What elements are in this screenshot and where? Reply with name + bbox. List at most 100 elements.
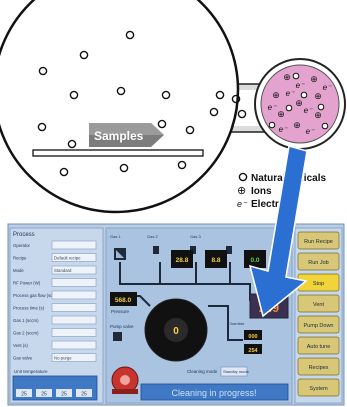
panel-button-label: Pump Down: [304, 323, 334, 329]
panel-button[interactable]: [297, 357, 340, 376]
panel-button[interactable]: [297, 315, 340, 334]
standby-toggle[interactable]: [220, 366, 248, 377]
field-input[interactable]: [51, 240, 97, 250]
arrow-shape: [248, 145, 308, 318]
field-input[interactable]: [51, 265, 97, 275]
small-display-1: 000: [244, 330, 262, 340]
vacuum-pump-icon[interactable]: [111, 366, 139, 394]
temp-value: 25: [61, 392, 67, 398]
chamber-label: Chamber: [228, 321, 245, 326]
field-label: Vent (s): [13, 343, 28, 348]
temp-value: 25: [81, 392, 87, 398]
chamber-rotor-value: 0: [173, 326, 179, 337]
field-input[interactable]: [51, 340, 97, 350]
plasma-ions: ⊕ ⊕ ⊕ ⊕ ⊕ ⊕ ⊕ ⊕: [272, 72, 322, 130]
field-input[interactable]: [51, 278, 97, 287]
panel-button[interactable]: [297, 231, 340, 250]
svg-text:⊕: ⊕: [272, 90, 280, 100]
chamber-window: [164, 318, 188, 342]
status-bar: [140, 383, 289, 401]
flow-value-1: 28.8: [176, 257, 189, 264]
svg-text:e⁻: e⁻: [323, 83, 332, 92]
field-label: Gas 1 (sccm): [13, 318, 39, 323]
legend-ion-label: Ions: [251, 186, 272, 197]
panel-button[interactable]: [297, 294, 340, 313]
field-value: No purge: [54, 356, 72, 361]
plasma-radicals: [268, 72, 329, 130]
field-label: Mode: [13, 268, 24, 273]
panel-button-label: Run Job: [308, 260, 329, 266]
field-label: Gas 2 (sccm): [13, 331, 39, 336]
svg-text:e⁻: e⁻: [268, 103, 277, 112]
chamber-illustration: Samples ⊕ ⊕ ⊕ ⊕: [0, 0, 346, 214]
panel-button[interactable]: [297, 336, 340, 355]
panel-button-label: Stop: [313, 281, 324, 287]
panel-button-label: Vent: [313, 302, 324, 308]
field-value: Standard: [54, 268, 72, 273]
svg-text:⊕: ⊕: [277, 109, 285, 119]
valve-1[interactable]: [114, 248, 126, 260]
temp-box: [36, 389, 52, 397]
svg-text:⊕: ⊕: [295, 98, 303, 108]
panel-button[interactable]: [297, 378, 340, 397]
field-label: Process gas flow (sccm): [13, 293, 60, 298]
svg-text:e⁻: e⁻: [304, 106, 313, 115]
valve-4[interactable]: [226, 246, 232, 254]
svg-text:e⁻: e⁻: [286, 89, 295, 98]
vacuum-chamber: [0, 0, 240, 214]
field-value: Default recipe: [54, 256, 81, 261]
sample-shelf: [32, 149, 204, 157]
legend-electron-icon: e⁻: [237, 199, 248, 209]
flow-display-1: 28.8: [171, 250, 193, 268]
standby-label: Standby mode: [223, 369, 250, 374]
pump-valve-label: Pump valve: [110, 324, 134, 329]
small-display-2: 254: [244, 344, 262, 354]
field-input[interactable]: [51, 315, 97, 325]
small-value-2: 254: [248, 348, 258, 354]
legend-radical-icon: [238, 172, 248, 182]
field-input[interactable]: [51, 353, 97, 362]
field-input[interactable]: [51, 290, 97, 300]
chamber-radicals: [37, 30, 247, 177]
field-label: Recipe: [13, 256, 27, 261]
svg-text:⊕: ⊕: [310, 74, 318, 84]
panel-button-label: System: [309, 386, 328, 392]
plasma-source: [260, 64, 340, 144]
pressure-label: Pressure: [111, 309, 130, 314]
field-input[interactable]: [51, 303, 97, 312]
svg-text:e⁻: e⁻: [306, 127, 315, 136]
temp-box: [56, 389, 72, 397]
field-label: Process time (s): [13, 306, 45, 311]
temp-value: 25: [21, 392, 27, 398]
temp-box: [16, 389, 32, 397]
field-input[interactable]: [51, 253, 97, 262]
samples-tag: Samples: [89, 123, 164, 147]
pipe-label-b: Gas 2: [147, 234, 158, 239]
panel-button[interactable]: [297, 252, 340, 271]
panel-title: Process: [13, 232, 35, 238]
legend-ion-icon: ⊕: [237, 185, 246, 197]
flow-arrow: [248, 145, 308, 318]
flow-value-2: 8.8: [211, 257, 220, 264]
temp-box: [76, 389, 92, 397]
pipe-label-a: Gas 1: [110, 234, 121, 239]
svg-text:e⁻: e⁻: [296, 81, 305, 90]
pump-valve[interactable]: [113, 332, 122, 341]
field-label: RF Power (W): [13, 281, 41, 286]
valve-2[interactable]: [153, 246, 159, 254]
svg-text:e⁻: e⁻: [279, 125, 288, 134]
svg-text:⊕: ⊕: [283, 72, 291, 82]
pipe-label-c: Gas 3: [190, 234, 201, 239]
pressure-display: 568.0 Pressure: [110, 292, 137, 314]
field-input[interactable]: [51, 328, 97, 337]
panel-button-label: Run Recipe: [304, 239, 333, 245]
temp-label: Unit temperature: [14, 369, 48, 374]
cleaning-mode-label: Cleaning mode: [187, 369, 218, 374]
small-value-1: 000: [248, 334, 257, 340]
samples-label: Samples: [94, 129, 144, 143]
panel-button-label: Recipes: [309, 365, 329, 371]
